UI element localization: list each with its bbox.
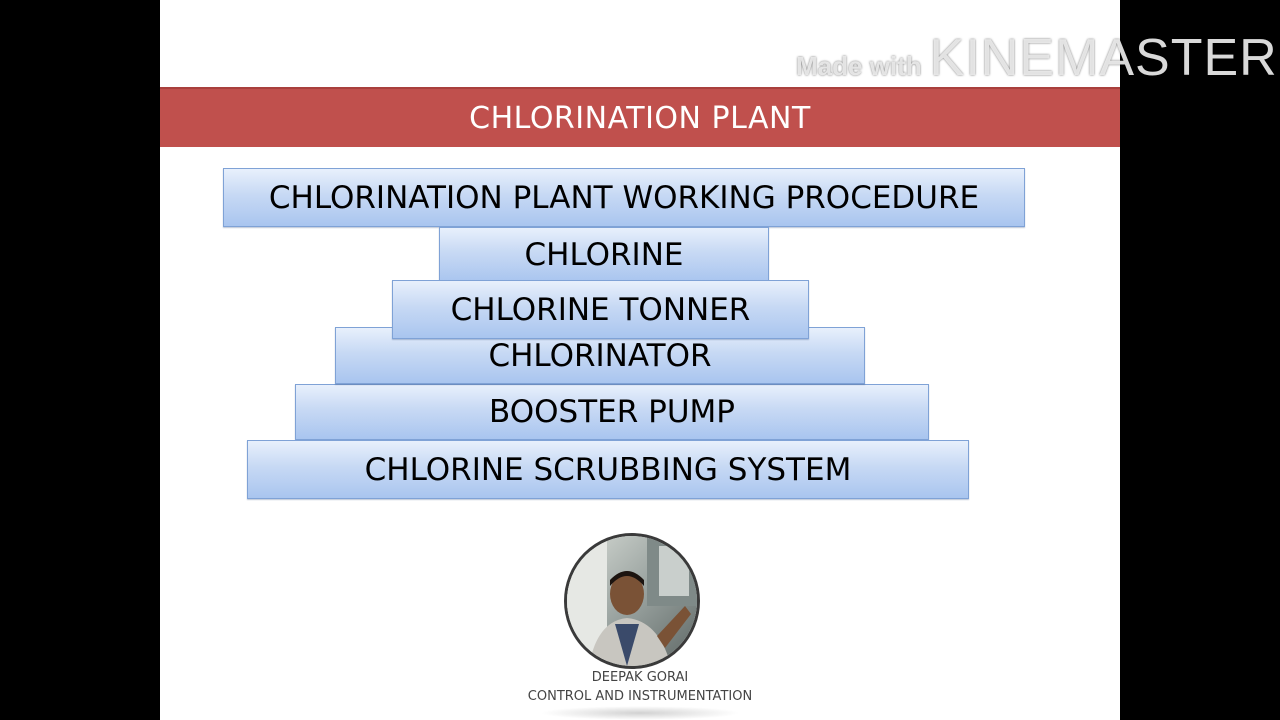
kinemaster-watermark: Made with KINEMASTER <box>796 28 1278 88</box>
presenter-role: CONTROL AND INSTRUMENTATION <box>527 689 753 704</box>
slide-title: CHLORINATION PLANT <box>469 100 811 136</box>
topic-box-chlorine-tonner: CHLORINE TONNER <box>392 280 809 339</box>
topic-box-scrubbing-system: CHLORINE SCRUBBING SYSTEM <box>247 440 969 499</box>
topic-box-booster-pump: BOOSTER PUMP <box>295 384 929 440</box>
watermark-prefix: Made with <box>796 51 922 81</box>
presenter-photo <box>567 536 697 666</box>
slide-title-bar: CHLORINATION PLANT <box>160 87 1120 147</box>
topic-box-chlorine: CHLORINE <box>439 227 769 283</box>
presenter-avatar <box>564 533 700 669</box>
avatar-shadow <box>540 706 740 720</box>
presenter-name: DEEPAK GORAI <box>591 670 689 685</box>
topic-box-working-procedure: CHLORINATION PLANT WORKING PROCEDURE <box>223 168 1025 227</box>
watermark-brand: KINEMASTER <box>929 29 1278 87</box>
